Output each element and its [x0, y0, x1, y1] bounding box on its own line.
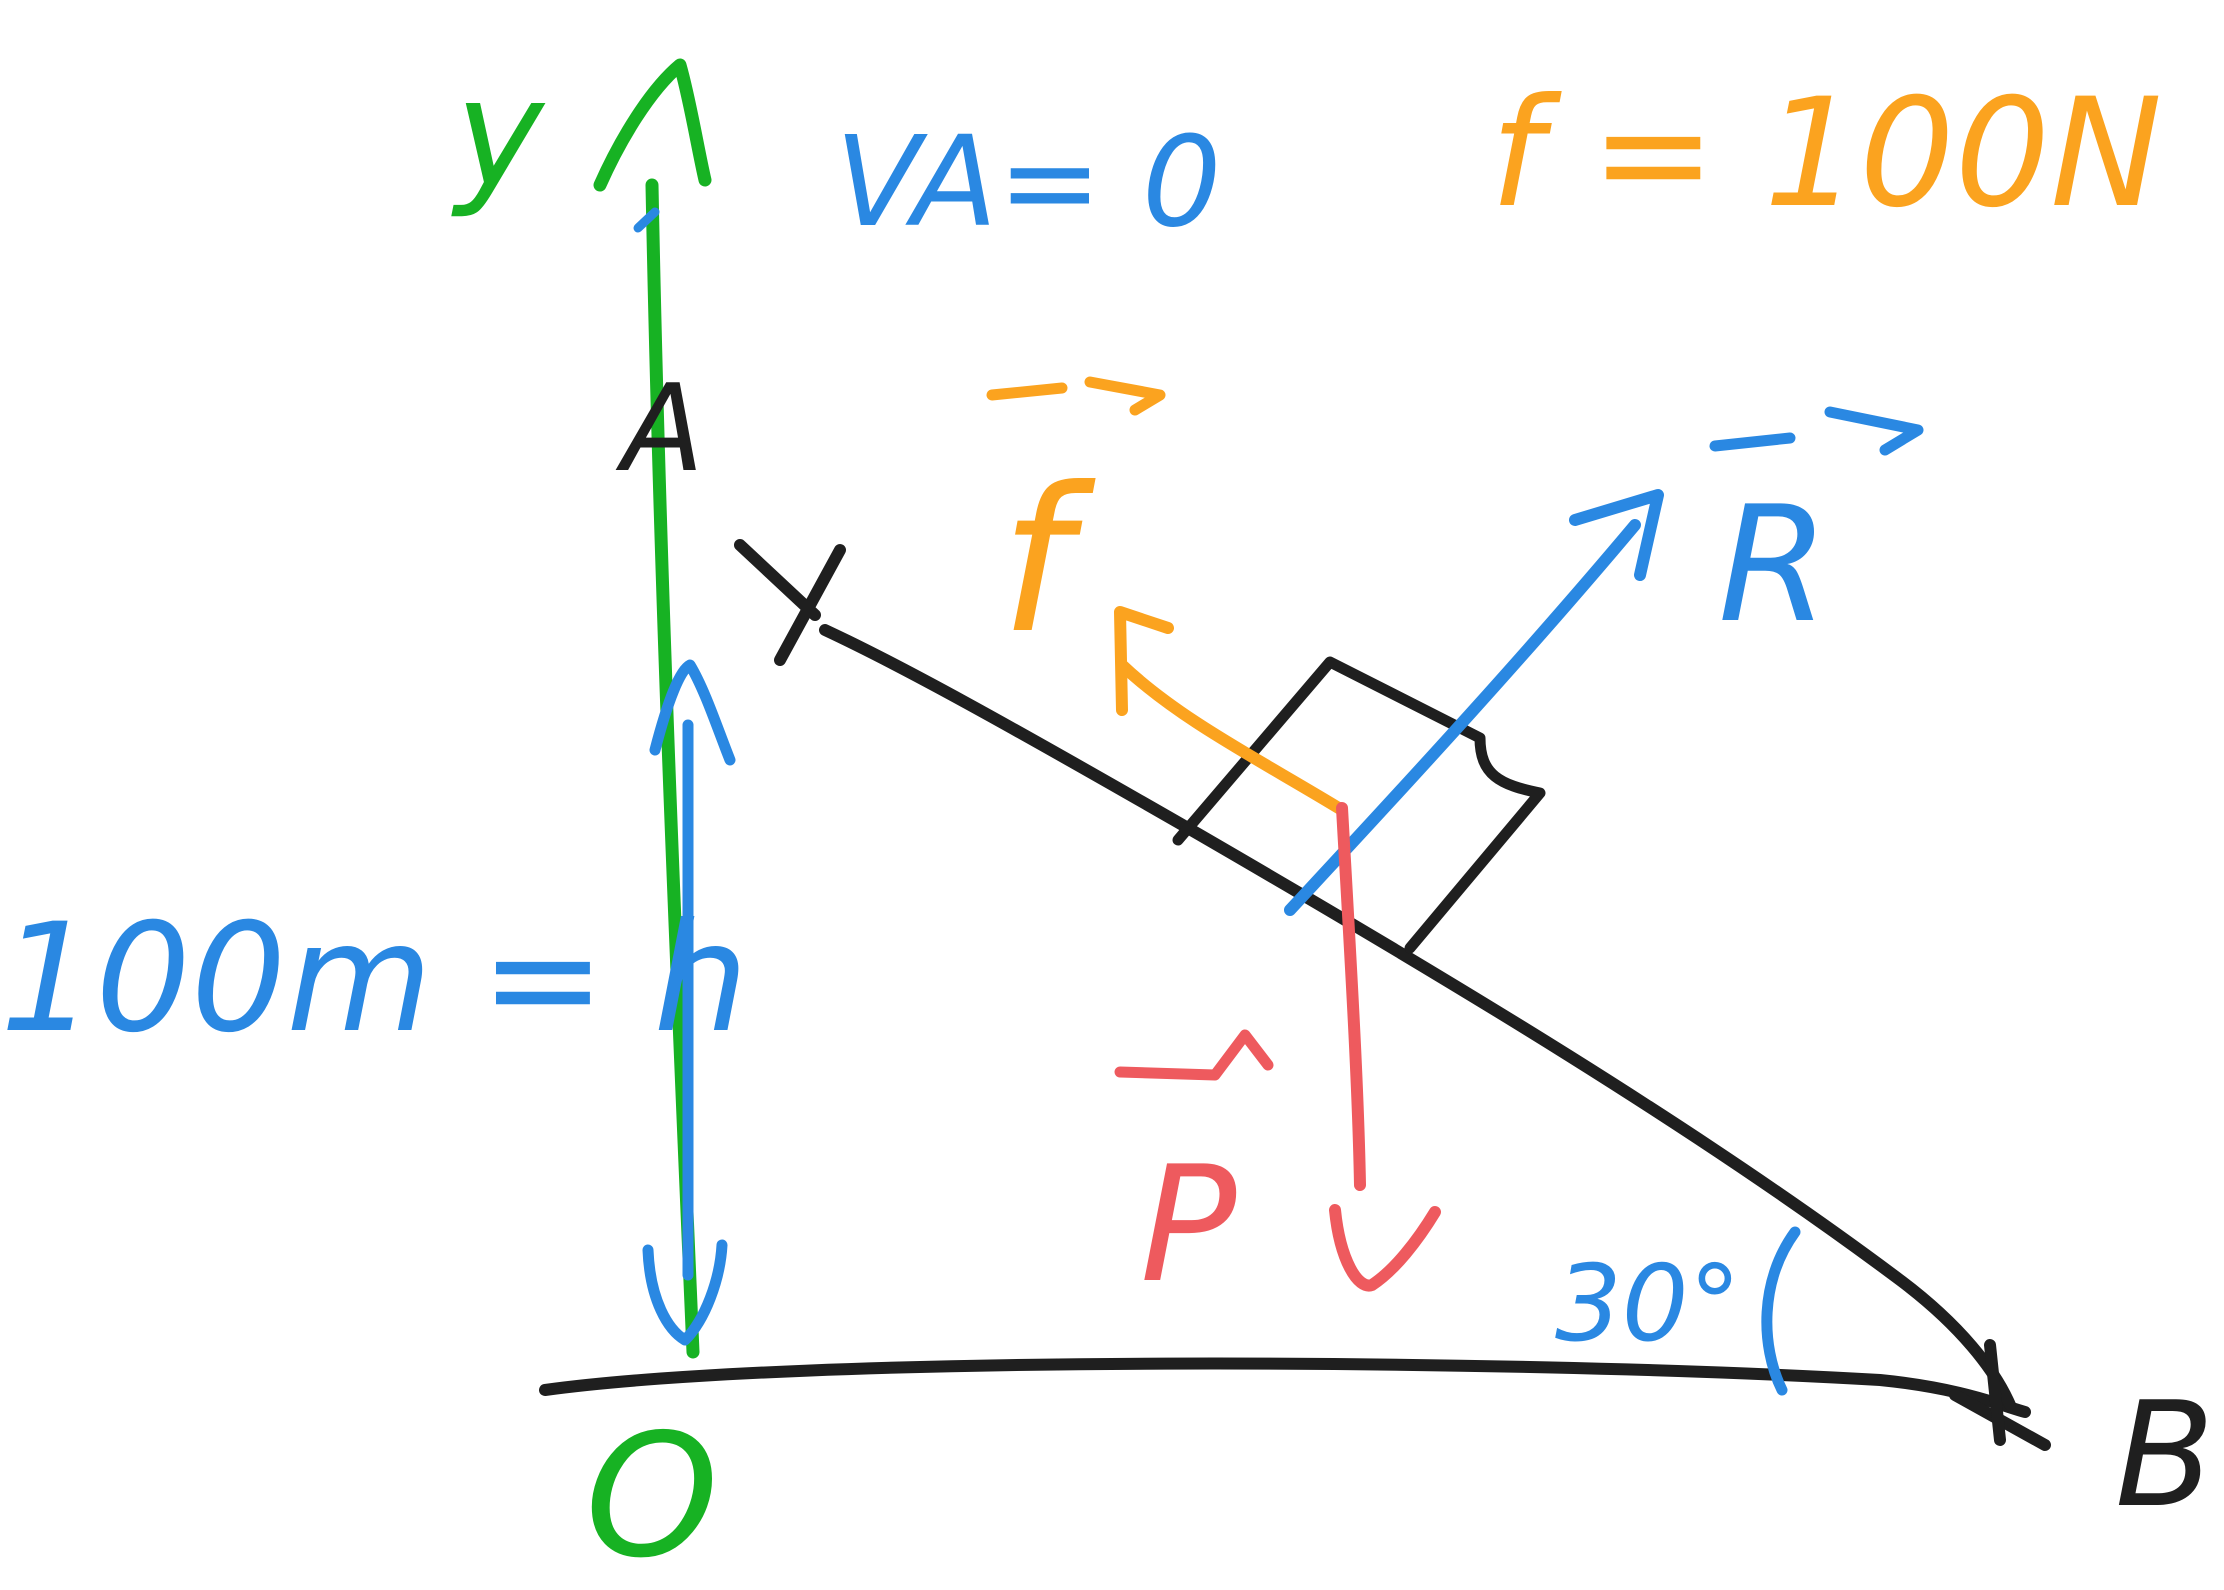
weight-arrowhead	[1329, 1204, 1441, 1292]
blue-axis-tick	[633, 207, 660, 233]
angle-label: 30°	[1555, 1243, 1741, 1365]
vector-p-label: P	[1140, 1131, 1237, 1318]
vector-f-label: f	[1000, 445, 1096, 678]
point-b-label: B	[2115, 1371, 2214, 1540]
height-arrowhead-up	[649, 659, 736, 766]
r-overbar	[1709, 406, 1924, 456]
f-overbar	[986, 376, 1166, 416]
angle-arc	[1761, 1226, 1801, 1396]
height-equation: 100m = h	[0, 892, 749, 1066]
ground-line	[539, 1357, 2031, 1418]
weight-vector	[1336, 802, 1366, 1191]
friction-arrowhead	[1114, 606, 1174, 716]
reaction-arrowhead	[1569, 489, 1664, 581]
cross-marker-b	[1949, 1339, 2051, 1451]
friction-value: f = 100N	[1490, 67, 2162, 241]
y-axis-label: y	[451, 47, 546, 221]
block	[1172, 656, 1546, 954]
va-equation: VA= 0	[835, 110, 1222, 255]
y-axis-arrowhead	[593, 58, 712, 192]
height-arrowhead-down	[642, 1239, 728, 1346]
point-a-label: A	[615, 360, 704, 499]
p-overbar	[1114, 1029, 1274, 1081]
origin-label: O	[585, 1398, 719, 1590]
friction-vector	[1116, 659, 1348, 816]
incline-line	[819, 624, 2016, 1411]
cross-marker-a	[734, 539, 846, 666]
vector-r-label: R	[1718, 471, 1829, 658]
